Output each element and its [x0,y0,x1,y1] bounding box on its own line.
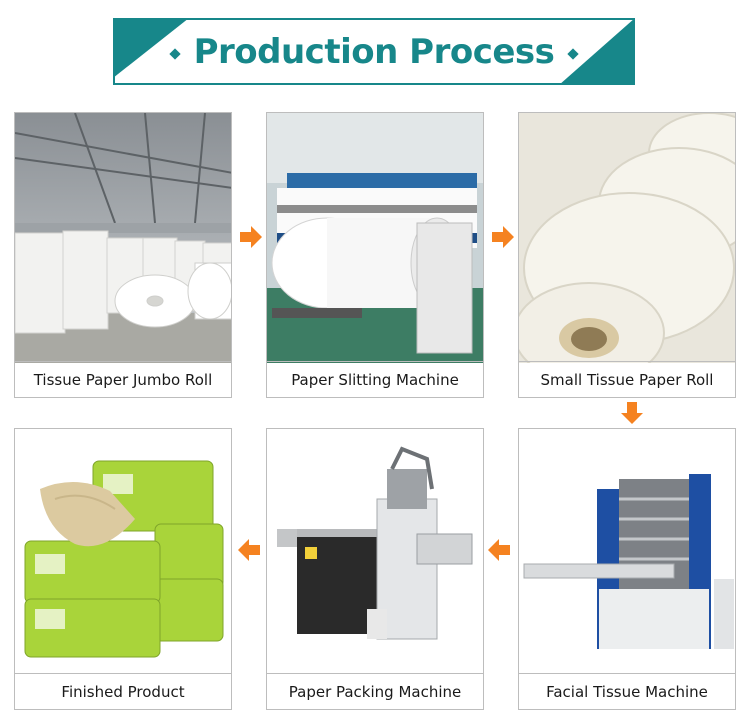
arrow-left-icon [488,539,510,561]
header-banner: Production Process [113,18,635,85]
arrow-down-icon [621,402,643,424]
jumbo-roll-photo [15,113,231,363]
step-card-slitting-machine: Paper Slitting Machine [266,112,484,398]
small-roll-photo [519,113,735,363]
arrow-right-icon [492,226,514,248]
step-card-finished-product: Finished Product [14,428,232,710]
step-label: Paper Slitting Machine [267,361,483,397]
slitting-machine-photo [267,113,483,363]
step-card-jumbo-roll: Tissue Paper Jumbo Roll [14,112,232,398]
facial-tissue-machine-photo [519,429,735,675]
step-label: Small Tissue Paper Roll [519,361,735,397]
step-label: Paper Packing Machine [267,673,483,709]
step-card-small-roll: Small Tissue Paper Roll [518,112,736,398]
step-label: Facial Tissue Machine [519,673,735,709]
step-card-packing-machine: Paper Packing Machine [266,428,484,710]
packing-machine-photo [267,429,483,675]
arrow-left-icon [238,539,260,561]
step-label: Tissue Paper Jumbo Roll [15,361,231,397]
step-label: Finished Product [15,673,231,709]
step-card-facial-tissue-machine: Facial Tissue Machine [518,428,736,710]
page-title: Production Process [193,32,555,72]
finished-product-photo [15,429,231,675]
arrow-right-icon [240,226,262,248]
